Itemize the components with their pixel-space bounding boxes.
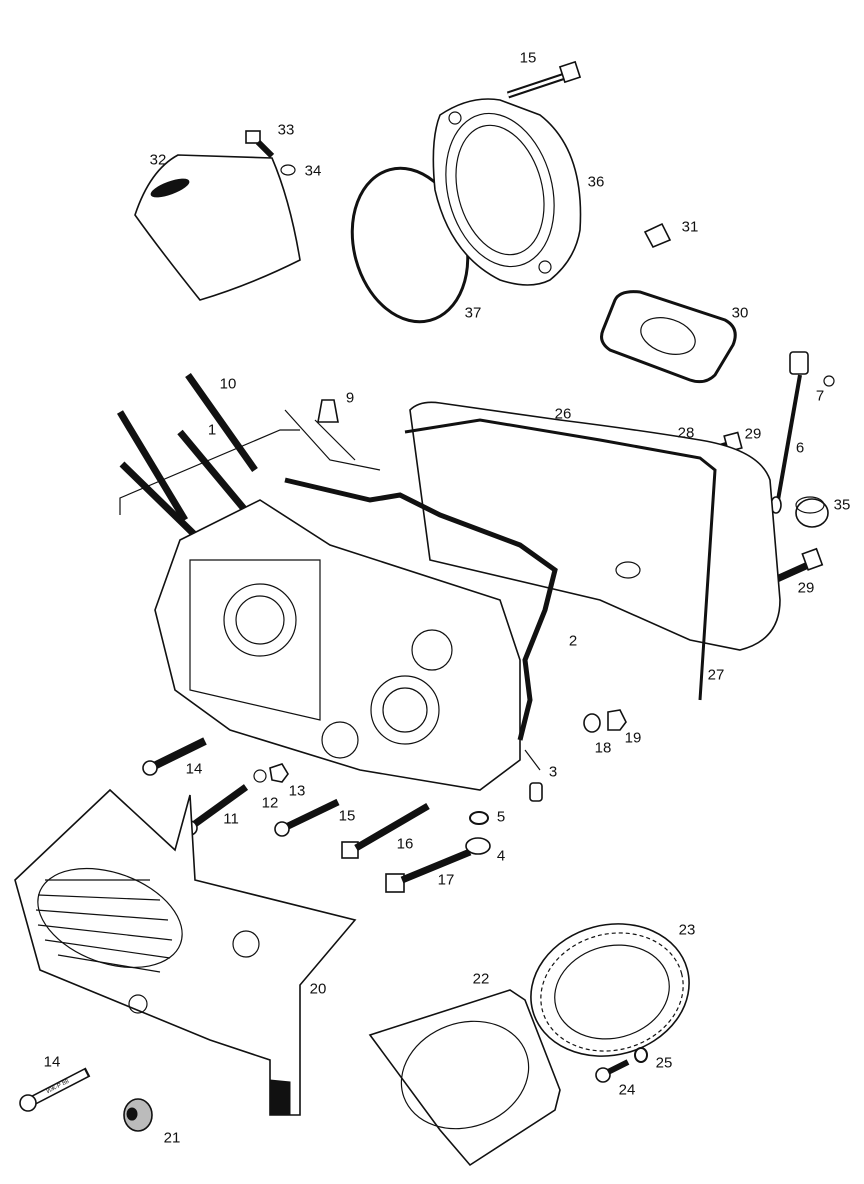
- washer-34: [280, 164, 296, 176]
- part-label-21: 21: [163, 1129, 181, 1147]
- washer-25: [634, 1047, 648, 1063]
- circlip-7: [823, 375, 835, 387]
- part-label-4: 4: [496, 847, 506, 865]
- part-label-33: 33: [277, 121, 295, 139]
- fan-shroud-20: [14, 788, 357, 1116]
- bolt-15-lower: [274, 798, 340, 837]
- part-label-31: 31: [681, 218, 699, 236]
- part-label-36: 36: [587, 173, 605, 191]
- screw-24: [595, 1059, 630, 1083]
- cover-plate-32: [134, 154, 301, 301]
- breather-9: [317, 399, 339, 423]
- part-label-34: 34: [304, 162, 322, 180]
- part-label-22: 22: [472, 970, 490, 988]
- part-label-11: 11: [223, 810, 239, 828]
- part-label-29-upper: 29: [744, 425, 762, 443]
- part-label-37: 37: [464, 304, 482, 322]
- part-label-1: 1: [207, 421, 217, 439]
- part-label-25: 25: [655, 1054, 673, 1072]
- bolt-33: [245, 130, 275, 159]
- part-label-6: 6: [795, 439, 805, 457]
- plate-22: [368, 989, 561, 1167]
- leader-lines: [119, 409, 541, 771]
- washer-12: [253, 769, 267, 783]
- crankcase: [154, 477, 558, 791]
- part-label-2: 2: [568, 632, 578, 650]
- part-label-35: 35: [833, 496, 851, 514]
- part-label-26: 26: [554, 405, 572, 423]
- part-label-3: 3: [548, 763, 558, 781]
- part-label-15-lower: 15: [338, 807, 356, 825]
- bolt-14-lower: [19, 1067, 91, 1112]
- washer-18: [583, 713, 601, 733]
- part-label-27: 27: [707, 666, 725, 684]
- part-label-9: 9: [345, 389, 355, 407]
- part-label-19: 19: [624, 729, 642, 747]
- bushing-35: [795, 496, 829, 528]
- bolt-15-top: [506, 60, 582, 99]
- part-label-16: 16: [396, 835, 414, 853]
- part-label-24: 24: [618, 1081, 636, 1099]
- dowel-3: [529, 782, 543, 802]
- part-label-23: 23: [678, 921, 696, 939]
- cover-36: [432, 98, 582, 286]
- nut-13: [269, 763, 289, 783]
- dipstick-6: [770, 351, 809, 514]
- fitting-4: [465, 837, 491, 855]
- part-label-20: 20: [309, 980, 327, 998]
- side-cover-26: [404, 401, 781, 701]
- part-label-15-top: 15: [519, 49, 537, 67]
- plate-slot: [150, 178, 190, 198]
- rubber-pad-30: [600, 290, 737, 384]
- part-label-14-upper: 14: [185, 760, 203, 778]
- part-label-10: 10: [219, 375, 237, 393]
- part-label-14-lower: 14: [43, 1053, 61, 1071]
- stud-16: [341, 802, 430, 859]
- nut-19: [607, 709, 627, 731]
- washer-5: [469, 811, 489, 825]
- part-label-32: 32: [149, 151, 167, 169]
- spacer-21: [123, 1098, 153, 1132]
- part-label-12: 12: [261, 794, 279, 812]
- bolt-14-upper: [142, 737, 207, 776]
- part-label-5: 5: [496, 808, 506, 826]
- part-label-30: 30: [731, 304, 749, 322]
- part-label-17: 17: [437, 871, 455, 889]
- clip-31: [643, 222, 672, 249]
- part-label-28: 28: [677, 424, 695, 442]
- bolt-17: [385, 848, 472, 893]
- part-label-18: 18: [594, 739, 612, 757]
- studs-10: [117, 372, 258, 543]
- fan-23: [530, 923, 690, 1057]
- part-label-13: 13: [288, 782, 306, 800]
- part-label-7: 7: [815, 387, 825, 405]
- part-label-29-lower: 29: [797, 579, 815, 597]
